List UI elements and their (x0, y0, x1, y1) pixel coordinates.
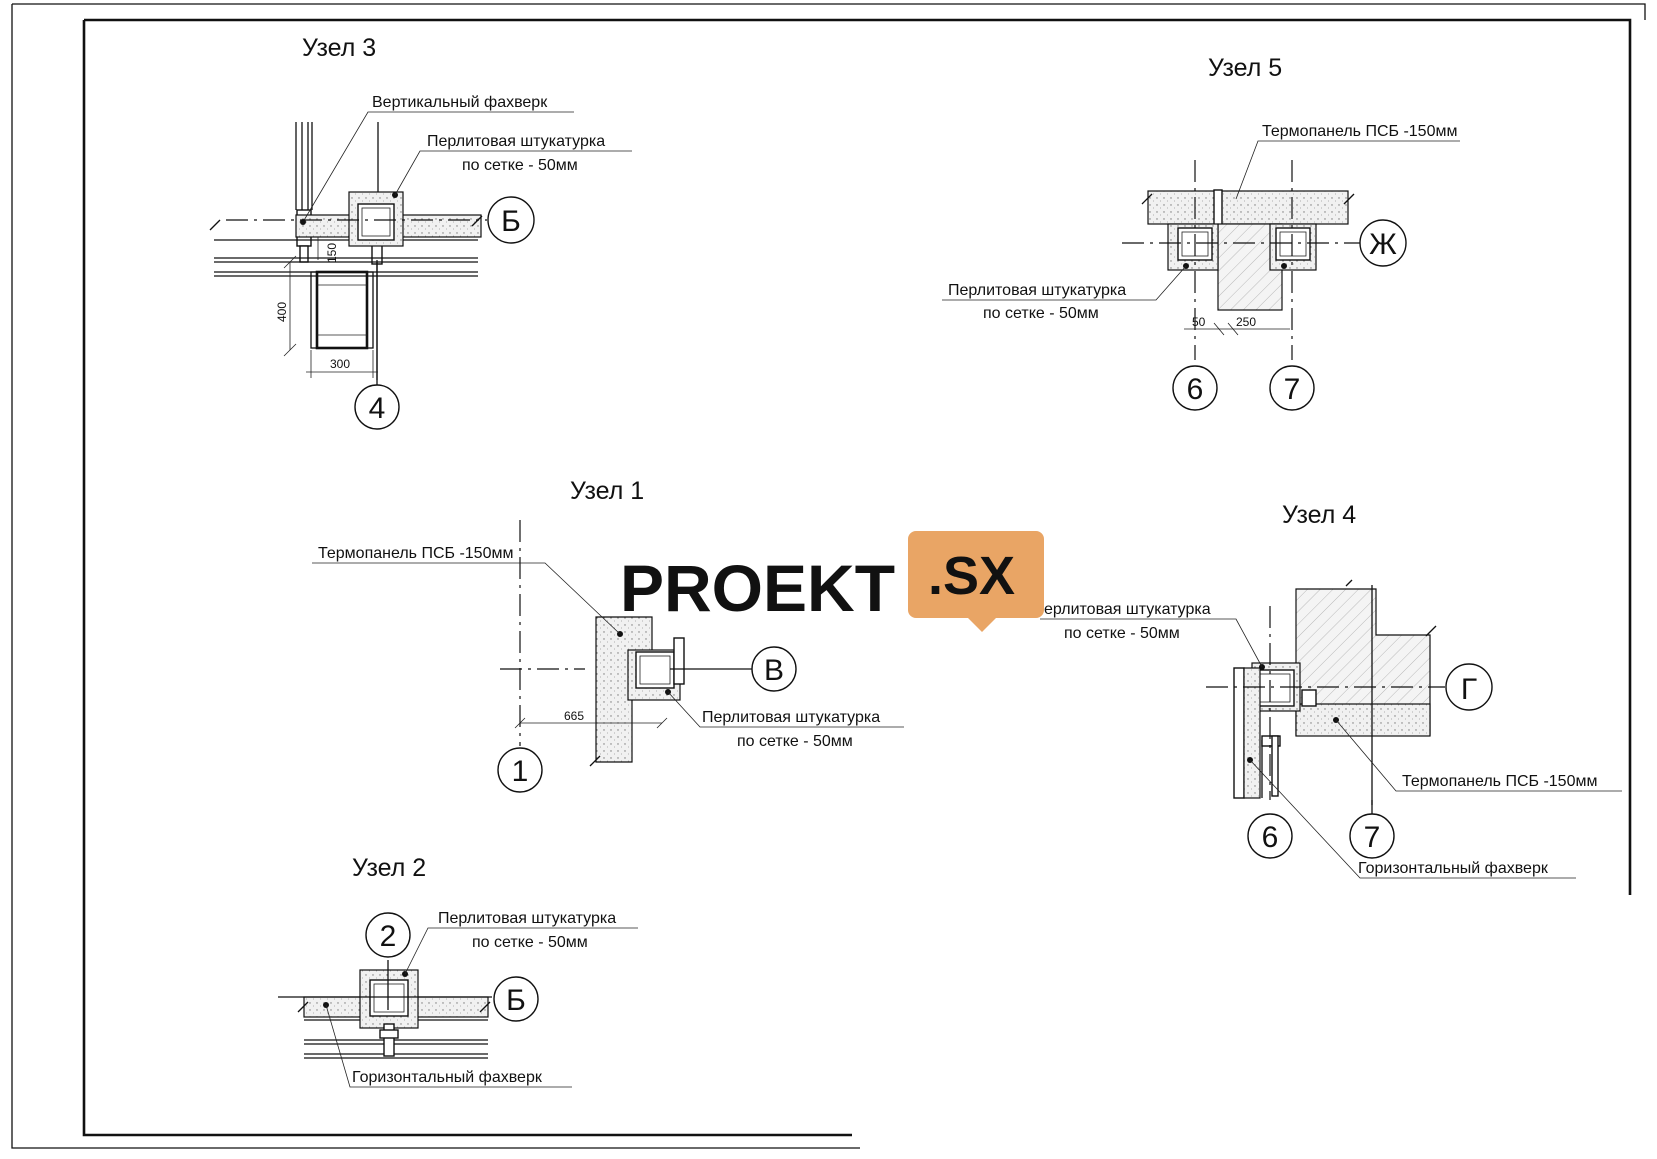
node-1-title: Узел 1 (570, 477, 644, 505)
node-2-title: Узел 2 (352, 854, 426, 882)
label-horizontal-truss-node4: Горизонтальный фахверк (1358, 860, 1549, 877)
axis-label-1: 1 (512, 755, 529, 788)
node-4: Узел 4 Г 6 7 ерлитовая шту (1040, 501, 1622, 879)
svg-text:400: 400 (275, 302, 289, 322)
node-5-title: Узел 5 (1208, 54, 1282, 82)
label-plaster-node1: Перлитовая штукатурка (702, 709, 880, 726)
axis-label-2: 2 (380, 920, 397, 953)
axis-label-v: В (764, 654, 784, 687)
label-thermopanel-node1: Термопанель ПСБ -150мм (318, 545, 513, 562)
label-plaster-node2: Перлитовая штукатурка (438, 910, 616, 927)
node-5: Узел 5 Ж 6 7 50 250 (942, 54, 1460, 411)
svg-text:665: 665 (564, 709, 584, 723)
thermopanel-band (1147, 190, 1349, 225)
axis-label-b-node2: Б (506, 984, 526, 1017)
axis-label-6-node5: 6 (1187, 373, 1204, 406)
svg-text:250: 250 (1236, 315, 1256, 329)
watermark-logo: PROEKT .SX (620, 531, 1044, 632)
label-vertical-truss: Вертикальный фахверк (372, 94, 548, 111)
svg-text:Перлитовая штукатурка: Перлитовая штукатурка (427, 133, 605, 150)
axis-label-7-node4: 7 (1364, 821, 1381, 854)
axis-label-b-node3: Б (501, 205, 521, 238)
dimension-300: 300 (306, 350, 378, 378)
sheet-frame (11, 3, 1646, 1149)
svg-text:по сетке - 50мм: по сетке - 50мм (1064, 625, 1180, 642)
watermark-badge (908, 531, 1044, 632)
label-horizontal-truss-node2: Горизонтальный фахверк (352, 1069, 543, 1086)
label-plaster-node5: Перлитовая штукатурка (948, 282, 1126, 299)
svg-text:по сетке - 50мм: по сетке - 50мм (983, 305, 1099, 322)
label-thermopanel-node5: Термопанель ПСБ -150мм (1262, 123, 1457, 140)
axis-label-6-node4: 6 (1262, 821, 1279, 854)
svg-text:50: 50 (1192, 315, 1206, 329)
node-3-title: Узел 3 (302, 34, 376, 62)
wall-band (209, 214, 483, 277)
axis-label-4: 4 (369, 392, 386, 425)
svg-text:300: 300 (330, 357, 350, 371)
axis-label-g: Г (1461, 673, 1477, 706)
label-thermopanel-node4: Термопанель ПСБ -150мм (1402, 773, 1597, 790)
node-2: Узел 2 2 Б Перлитовая штукатурка по сетк… (278, 854, 638, 1088)
svg-text:по сетке - 50мм: по сетке - 50мм (737, 733, 853, 750)
axis-label-zh: Ж (1369, 228, 1397, 261)
svg-text:по сетке - 50мм: по сетке - 50мм (472, 934, 588, 951)
leader-vertical-truss: Вертикальный фахверк (300, 94, 574, 225)
column-with-plaster (348, 191, 404, 247)
svg-text:150: 150 (325, 243, 339, 263)
leader-plaster-node3: Перлитовая штукатурка по сетке - 50мм (394, 133, 632, 196)
watermark-text: PROEKT (620, 551, 895, 625)
thermopanel-band-node4 (1295, 703, 1431, 737)
node-1: Узел 1 В 1 665 Термопанель ПСБ -150мм Пе… (312, 477, 904, 793)
dimension-150: 150 (317, 237, 339, 263)
axis-label-7-node5: 7 (1284, 373, 1301, 406)
dimension-400: 400 (275, 255, 297, 357)
watermark-badge-text: .SX (928, 546, 1015, 606)
node-4-title: Узел 4 (1282, 501, 1356, 529)
label-plaster-node4: ерлитовая штукатурка (1044, 601, 1211, 618)
node-3: Узел 3 (209, 34, 632, 430)
svg-text:по сетке - 50мм: по сетке - 50мм (462, 157, 578, 174)
